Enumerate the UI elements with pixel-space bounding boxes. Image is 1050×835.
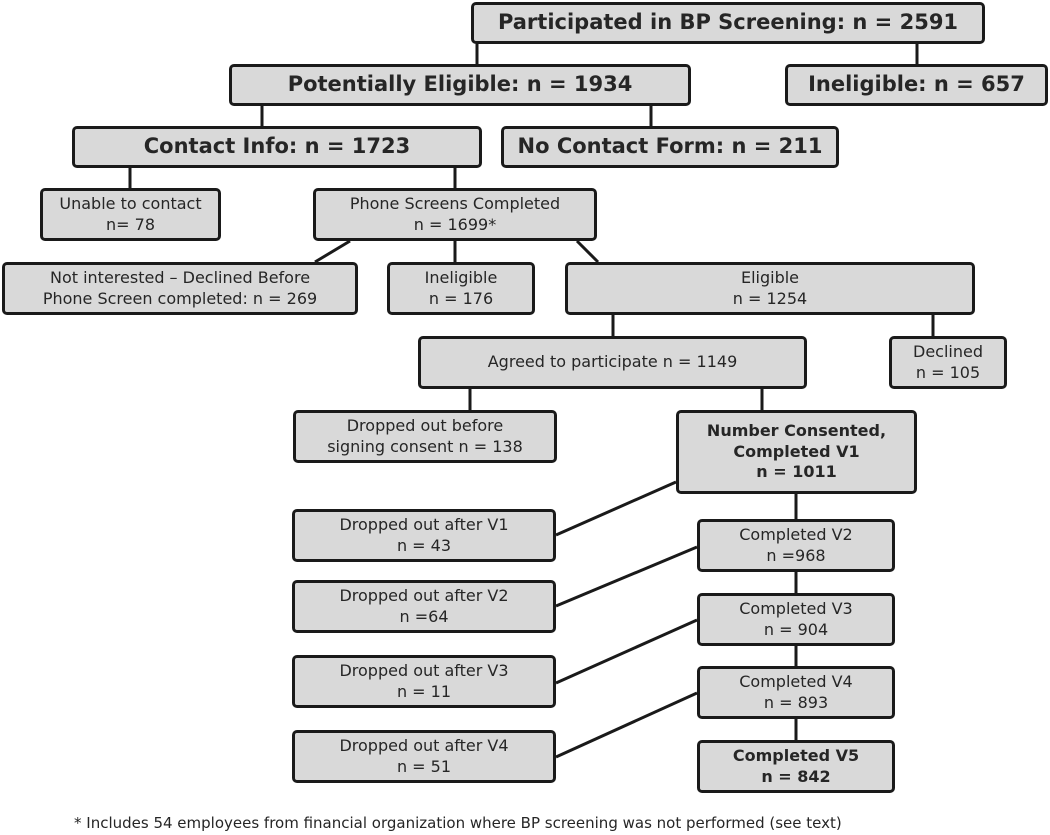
unable-line2: n= 78 <box>106 214 155 234</box>
dropped-after-v4-box: Dropped out after V4 n = 51 <box>292 730 556 783</box>
declined-line2: n = 105 <box>915 362 981 382</box>
ineligible-screening-box: Ineligible: n = 657 <box>785 64 1048 106</box>
dropped-v3-line2: n = 11 <box>396 681 452 701</box>
ineligible-phone-box: Ineligible n = 176 <box>387 262 535 315</box>
participated-box: Participated in BP Screening: n = 2591 <box>471 2 985 44</box>
not-interested-box: Not interested – Declined Before Phone S… <box>2 262 358 315</box>
connector-v4-dropv4 <box>555 691 698 759</box>
consented-line1: Number Consented, <box>706 420 887 440</box>
dropped-consent-line1: Dropped out before <box>346 415 504 435</box>
connector-phone-eligible <box>575 239 600 264</box>
declined-box: Declined n = 105 <box>889 336 1007 389</box>
no-contact-form-label: No Contact Form: n = 211 <box>517 134 823 159</box>
dropped-v3-line1: Dropped out after V3 <box>339 660 509 680</box>
dropped-v1-line2: n = 43 <box>396 535 452 555</box>
agreed-box: Agreed to participate n = 1149 <box>418 336 807 389</box>
completed-v5-box: Completed V5 n = 842 <box>697 740 895 793</box>
completed-v5-line2: n = 842 <box>761 766 831 786</box>
participated-label: Participated in BP Screening: n = 2591 <box>497 10 959 35</box>
dropped-v1-line1: Dropped out after V1 <box>339 514 509 534</box>
potentially-eligible-label: Potentially Eligible: n = 1934 <box>287 72 633 97</box>
completed-v5-line1: Completed V5 <box>732 745 860 765</box>
contact-info-box: Contact Info: n = 1723 <box>72 126 482 168</box>
potentially-eligible-box: Potentially Eligible: n = 1934 <box>229 64 691 106</box>
ineligible-phone-line2: n = 176 <box>428 288 494 308</box>
dropped-before-consent-box: Dropped out before signing consent n = 1… <box>293 410 557 463</box>
completed-v2-box: Completed V2 n =968 <box>697 519 895 572</box>
dropped-after-v3-box: Dropped out after V3 n = 11 <box>292 655 556 708</box>
not-interested-line1: Not interested – Declined Before <box>49 267 311 287</box>
dropped-consent-line2: signing consent n = 138 <box>327 436 523 456</box>
completed-v3-line2: n = 904 <box>763 619 829 639</box>
declined-line1: Declined <box>913 341 983 361</box>
agreed-label: Agreed to participate n = 1149 <box>487 352 738 372</box>
completed-v4-line2: n = 893 <box>763 692 829 712</box>
not-interested-line2: Phone Screen completed: n = 269 <box>42 288 318 308</box>
completed-v3-box: Completed V3 n = 904 <box>697 593 895 646</box>
phone-screens-box: Phone Screens Completed n = 1699* <box>313 188 597 241</box>
eligible-line1: Eligible <box>740 267 800 287</box>
unable-to-contact-box: Unable to contact n= 78 <box>40 188 221 241</box>
unable-line1: Unable to contact <box>59 193 202 213</box>
connector-v2-dropv2 <box>555 545 698 608</box>
dropped-v4-line1: Dropped out after V4 <box>339 735 509 755</box>
no-contact-form-box: No Contact Form: n = 211 <box>501 126 839 168</box>
phone-line2: n = 1699* <box>413 214 497 234</box>
contact-info-label: Contact Info: n = 1723 <box>143 134 411 159</box>
dropped-v4-line2: n = 51 <box>396 756 452 776</box>
completed-v4-line1: Completed V4 <box>739 671 853 691</box>
connector-consented-dropv1 <box>555 480 677 537</box>
footnote: * Includes 54 employees from financial o… <box>74 814 842 832</box>
ineligible-phone-line1: Ineligible <box>424 267 498 287</box>
dropped-v2-line2: n =64 <box>399 606 449 626</box>
dropped-after-v2-box: Dropped out after V2 n =64 <box>292 580 556 633</box>
consented-line3: n = 1011 <box>756 462 837 482</box>
completed-v2-line1: Completed V2 <box>739 524 853 544</box>
completed-v3-line1: Completed V3 <box>739 598 853 618</box>
completed-v2-line2: n =968 <box>766 545 826 565</box>
connector-phone-notinterested <box>314 239 351 264</box>
consented-line2: Completed V1 <box>733 441 860 461</box>
eligible-line2: n = 1254 <box>732 288 808 308</box>
consented-box: Number Consented, Completed V1 n = 1011 <box>676 410 917 494</box>
dropped-after-v1-box: Dropped out after V1 n = 43 <box>292 509 556 562</box>
dropped-v2-line1: Dropped out after V2 <box>339 585 509 605</box>
completed-v4-box: Completed V4 n = 893 <box>697 666 895 719</box>
ineligible-screening-label: Ineligible: n = 657 <box>808 72 1025 97</box>
connector-v3-dropv3 <box>555 618 698 685</box>
eligible-box: Eligible n = 1254 <box>565 262 975 315</box>
phone-line1: Phone Screens Completed <box>349 193 561 213</box>
